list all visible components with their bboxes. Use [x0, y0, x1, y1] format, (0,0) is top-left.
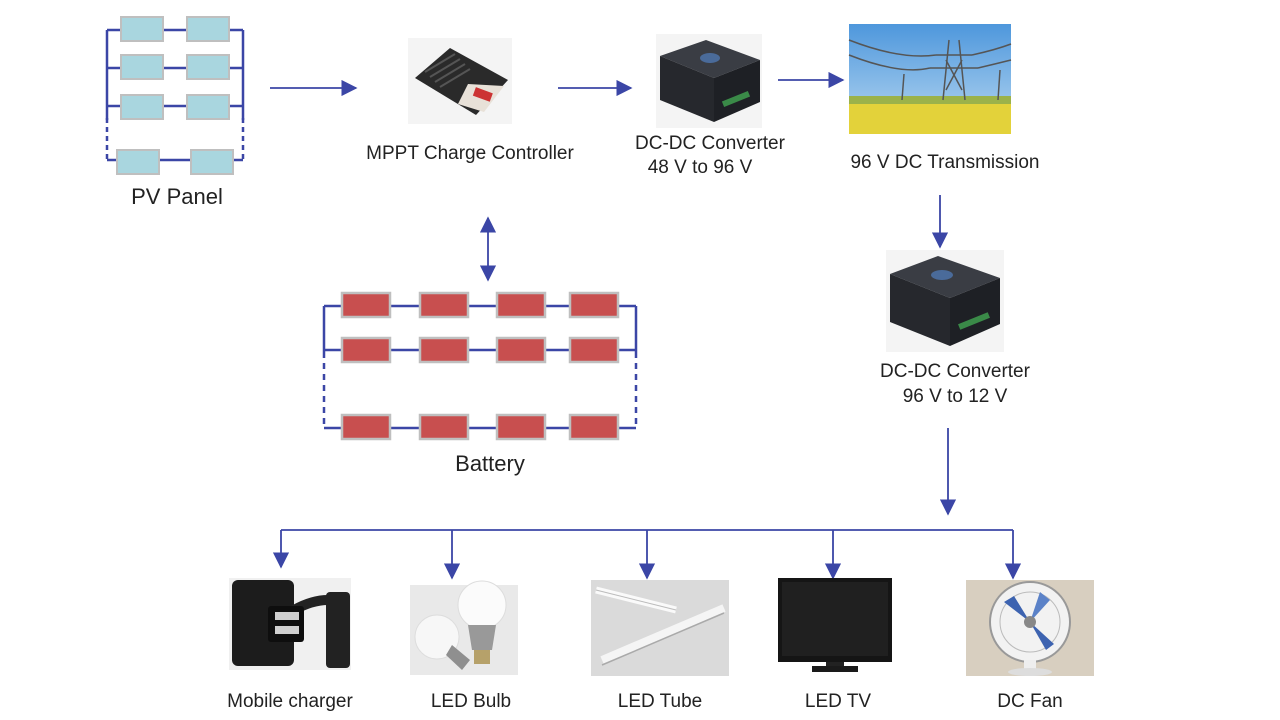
battery-cell [418, 413, 470, 441]
dcdc-converter-2-icon [886, 250, 1004, 352]
led-tube-icon [591, 580, 729, 676]
battery-cell [568, 413, 620, 441]
dc-fan-icon [966, 580, 1094, 676]
mppt-label: MPPT Charge Controller [366, 143, 574, 164]
transmission-photo-icon [848, 24, 1012, 134]
load-label-mobile-charger: Mobile charger [227, 691, 353, 712]
flow-arrows [270, 71, 1022, 580]
pv-cell [186, 94, 230, 120]
led-tv-icon [778, 578, 892, 672]
battery-cell [340, 413, 392, 441]
battery-cell [495, 291, 547, 319]
pv-cell [120, 16, 164, 42]
pv-cell [186, 16, 230, 42]
pv-cell [186, 54, 230, 80]
dcdc1-label-title: DC-DC Converter [635, 133, 785, 154]
dcdc1-label-rating: 48 V to 96 V [647, 157, 753, 178]
battery-cell [340, 336, 392, 364]
load-label-led-bulb: LED Bulb [430, 691, 512, 712]
battery-cell [495, 413, 547, 441]
battery-cell [340, 291, 392, 319]
load-label-dc-fan: DC Fan [997, 691, 1063, 712]
battery-label: Battery [455, 451, 525, 476]
dcdc2-label-title: DC-DC Converter [880, 361, 1030, 382]
pv-cell [120, 94, 164, 120]
dcdc-converter-1-icon [656, 34, 762, 128]
battery-bank [322, 291, 638, 441]
battery-cell [568, 336, 620, 364]
load-label-led-tv: LED TV [804, 691, 872, 712]
pv-cell [190, 149, 234, 175]
transmission-label: 96 V DC Transmission [850, 152, 1040, 173]
pv-cell [120, 54, 164, 80]
led-bulb-icon [410, 580, 518, 675]
battery-cell [418, 291, 470, 319]
battery-cell [418, 336, 470, 364]
pv-cell [116, 149, 160, 175]
battery-cell [568, 291, 620, 319]
load-label-led-tube: LED Tube [617, 691, 703, 712]
mobile-charger-icon [229, 578, 351, 670]
mppt-controller-icon [408, 38, 512, 124]
pv-panel-array [105, 16, 245, 175]
dcdc2-label-rating: 96 V to 12 V [902, 386, 1008, 407]
battery-cell [495, 336, 547, 364]
pv-panel-label: PV Panel [131, 184, 223, 209]
